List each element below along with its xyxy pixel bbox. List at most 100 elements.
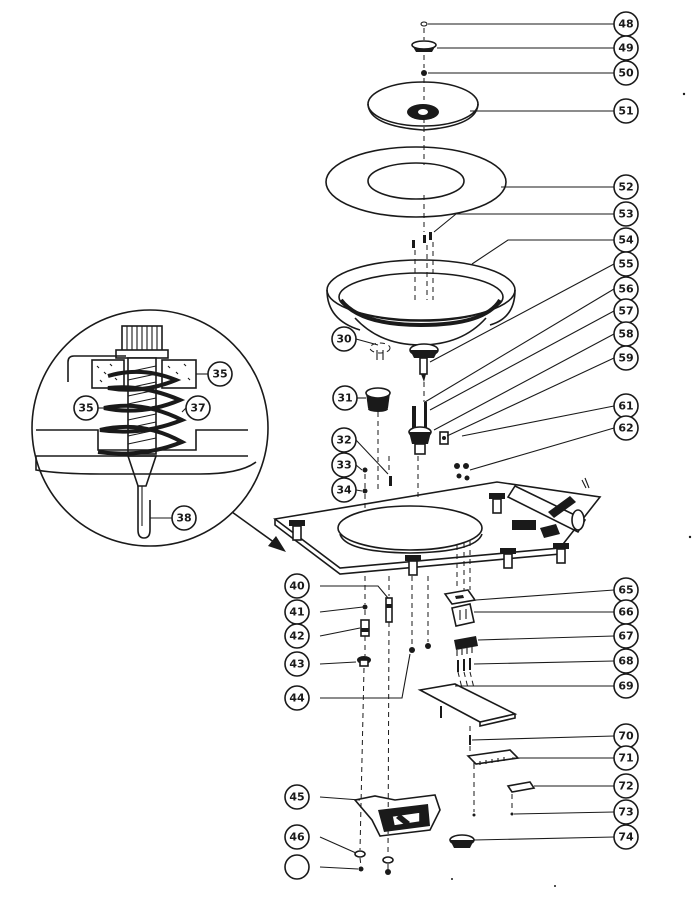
callout-44: 45 (284, 784, 310, 810)
callout-59: 59 (613, 345, 639, 371)
callout-39-label: 40 (289, 580, 305, 593)
part-71-board (466, 749, 520, 766)
callout-44-label: 45 (289, 791, 304, 804)
callout-72: 72 (613, 773, 639, 799)
detail-callout-38: 38 (171, 505, 197, 531)
callout-48-label: 48 (618, 18, 633, 31)
callout-69: 69 (613, 673, 639, 699)
callout-54-label: 54 (618, 234, 634, 247)
callout-34: 34 (331, 477, 357, 503)
callout-74-label: 74 (618, 831, 634, 844)
callout-32-label: 32 (336, 434, 351, 447)
part-33-washer (362, 467, 368, 473)
callout-45: 46 (284, 824, 310, 850)
callout-39: 40 (284, 573, 310, 599)
callout-42: 43 (284, 651, 310, 677)
part-43-balls (409, 643, 431, 653)
callout-73-label: 73 (618, 806, 633, 819)
part-39-shaft (385, 597, 393, 623)
callout-46 (284, 854, 310, 880)
leader-lines (98, 23, 615, 870)
callout-69-label: 69 (618, 680, 633, 693)
callout-45-label: 46 (289, 831, 305, 844)
part-72-plate (506, 781, 536, 793)
callout-33-label: 33 (336, 459, 351, 472)
callout-73: 73 (613, 799, 639, 825)
callout-70-label: 70 (618, 730, 634, 743)
callout-30-label: 30 (336, 333, 352, 346)
part-31-knob (365, 387, 391, 412)
callout-62-label: 62 (618, 422, 633, 435)
callout-31-label: 31 (337, 392, 352, 405)
part-42-grommet (357, 656, 371, 667)
part-56-bearing (408, 402, 432, 455)
callout-66: 66 (613, 599, 639, 625)
part-70-screw (469, 735, 471, 745)
part-74-foot (449, 834, 475, 848)
callout-50-label: 50 (618, 67, 634, 80)
callout-53: 53 (613, 201, 639, 227)
part-52-mat (325, 146, 507, 218)
callout-52: 52 (613, 174, 639, 200)
callout-57-label: 57 (618, 305, 633, 318)
callout-58: 58 (613, 321, 639, 347)
callout-51-label: 51 (618, 105, 633, 118)
callout-34-label: 34 (336, 484, 352, 497)
detail-callout-35-right-label: 35 (212, 368, 227, 381)
part-73-screw (472, 812, 514, 817)
callout-61: 61 (613, 393, 639, 419)
part-40-ring (362, 604, 368, 610)
part-34-nut (362, 488, 368, 494)
callout-67-label: 67 (618, 630, 633, 643)
callout-51: 51 (613, 98, 639, 124)
callout-48: 48 (613, 11, 639, 37)
part-61-62-nuts (454, 463, 470, 481)
callout-40-label: 41 (289, 606, 304, 619)
callout-56-label: 56 (618, 283, 634, 296)
callout-50: 50 (613, 60, 639, 86)
part-65-plate (443, 589, 477, 605)
callout-43-label: 44 (289, 692, 305, 705)
callout-61-label: 61 (618, 400, 633, 413)
callout-53-label: 53 (618, 208, 633, 221)
assembly-axes (359, 28, 513, 869)
callout-43: 44 (284, 685, 310, 711)
part-32-screw (389, 476, 392, 486)
detail-callout-35-right: 35 (207, 361, 233, 387)
part-44-bracket (353, 794, 441, 837)
part-67-connector (454, 636, 478, 656)
callout-70: 70 (613, 723, 639, 749)
detail-callout-38-label: 38 (176, 512, 191, 525)
callout-58-label: 58 (618, 328, 633, 341)
callout-52-label: 52 (618, 181, 633, 194)
part-55-spindle (409, 343, 439, 382)
callout-55: 55 (613, 251, 639, 277)
part-69-board (417, 683, 518, 728)
callout-71-label: 71 (618, 752, 633, 765)
callout-66-label: 66 (618, 606, 634, 619)
part-48-washer (420, 21, 428, 27)
callout-71: 71 (613, 745, 639, 771)
callout-59-label: 59 (618, 352, 633, 365)
part-41-spring (360, 619, 370, 637)
callout-49-label: 49 (618, 42, 633, 55)
callout-30: 30 (331, 326, 357, 352)
callout-65-label: 65 (618, 584, 633, 597)
callout-62: 62 (613, 415, 639, 441)
callout-56: 56 (613, 276, 639, 302)
detail-callout-35-left-label: 35 (78, 402, 93, 415)
part-51-cover (367, 81, 479, 131)
scan-specks (451, 92, 692, 887)
callout-57: 57 (613, 298, 639, 324)
main-chassis-plate (273, 477, 602, 576)
part-66-bracket (451, 603, 475, 627)
callout-49: 49 (613, 35, 639, 61)
part-46-nut (358, 866, 391, 875)
callout-54: 54 (613, 227, 639, 253)
part-59-pin (439, 431, 449, 445)
callout-68: 68 (613, 648, 639, 674)
callout-33: 33 (331, 452, 357, 478)
callout-55-label: 55 (618, 258, 633, 271)
part-53-screws (412, 232, 432, 248)
